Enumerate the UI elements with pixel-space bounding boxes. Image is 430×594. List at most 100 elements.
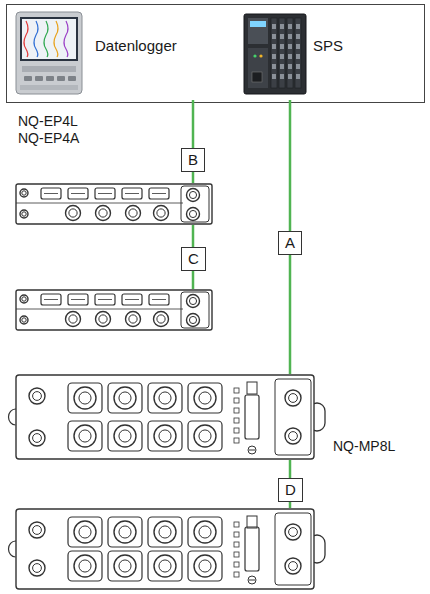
illustration-part bbox=[289, 394, 298, 403]
illustration-part bbox=[280, 34, 284, 39]
io-module: NQ-MP8L bbox=[15, 374, 327, 460]
illustration-part bbox=[199, 526, 211, 538]
illustration-part bbox=[154, 425, 176, 447]
illustration-part bbox=[16, 184, 212, 224]
illustration-part bbox=[289, 562, 298, 571]
illustration-part bbox=[16, 203, 183, 204]
illustration-part bbox=[79, 560, 91, 572]
io-module bbox=[15, 289, 213, 331]
illustration-part bbox=[129, 315, 137, 323]
illustration-part bbox=[46, 76, 54, 81]
illustration-part bbox=[157, 315, 165, 323]
illustration-part bbox=[275, 379, 311, 455]
illustration-part bbox=[108, 421, 142, 451]
illustration-part bbox=[199, 430, 211, 442]
illustration-part bbox=[122, 188, 142, 199]
illustration-part bbox=[272, 74, 276, 79]
illustration-part bbox=[64, 21, 68, 57]
illustration-part bbox=[280, 54, 284, 59]
illustration-part bbox=[16, 290, 212, 330]
cable-label: D bbox=[278, 478, 303, 502]
illustration-part bbox=[181, 186, 209, 222]
illustration-part bbox=[280, 64, 284, 69]
illustration-part bbox=[16, 509, 314, 589]
illustration-part bbox=[33, 434, 42, 443]
illustration-part bbox=[289, 432, 298, 441]
illustration-part bbox=[108, 383, 142, 413]
illustration-part bbox=[157, 209, 165, 217]
illustration-part bbox=[296, 54, 300, 59]
illustration-part bbox=[272, 34, 276, 39]
illustration-part bbox=[20, 210, 28, 218]
illustration-part bbox=[96, 206, 111, 221]
illustration-part bbox=[20, 316, 28, 324]
illustration-part bbox=[125, 299, 139, 300]
illustration-part bbox=[24, 76, 32, 81]
illustration-part bbox=[74, 425, 96, 447]
illustration-part bbox=[280, 24, 284, 29]
illustration-part bbox=[187, 295, 200, 308]
illustration-part bbox=[20, 17, 78, 61]
illustration-part bbox=[34, 21, 38, 57]
frame-outline bbox=[7, 5, 425, 103]
illustration-part bbox=[272, 44, 276, 49]
illustration-part bbox=[22, 318, 26, 322]
illustration-part bbox=[98, 193, 112, 194]
illustration-part bbox=[199, 392, 211, 404]
illustration-part bbox=[245, 395, 259, 439]
illustration-part bbox=[33, 564, 42, 573]
illustration-part bbox=[148, 421, 182, 451]
illustration-part bbox=[57, 76, 65, 81]
illustration-part bbox=[22, 297, 26, 301]
illustration-part bbox=[74, 555, 96, 577]
illustration-part bbox=[20, 295, 28, 303]
illustration-part bbox=[181, 292, 209, 328]
illustration-part bbox=[253, 54, 256, 57]
illustration-part bbox=[280, 44, 284, 49]
illustration-part bbox=[154, 206, 169, 221]
illustration-part bbox=[288, 24, 292, 29]
illustration-part bbox=[234, 408, 239, 413]
illustration-part bbox=[152, 193, 166, 194]
illustration-part bbox=[16, 309, 183, 310]
illustration-part bbox=[71, 299, 85, 300]
illustration-part bbox=[98, 299, 112, 300]
mp8-illustration bbox=[15, 374, 327, 460]
illustration-part bbox=[252, 72, 262, 82]
illustration-part bbox=[285, 524, 301, 540]
illustration-part bbox=[234, 388, 239, 393]
illustration-part bbox=[29, 522, 45, 538]
illustration-part bbox=[68, 76, 76, 81]
illustration-part bbox=[149, 294, 169, 305]
illustration-part bbox=[79, 526, 91, 538]
io-module bbox=[15, 508, 327, 590]
illustration-part bbox=[271, 18, 277, 88]
illustration-part bbox=[69, 315, 77, 323]
illustration-part bbox=[9, 541, 17, 557]
illustration-part bbox=[248, 48, 268, 88]
illustration-part bbox=[234, 428, 239, 433]
illustration-part bbox=[33, 526, 42, 535]
illustration-part bbox=[154, 555, 176, 577]
cable-label: C bbox=[181, 247, 206, 271]
illustration-part bbox=[194, 425, 216, 447]
illustration-part bbox=[16, 375, 314, 459]
illustration-part bbox=[248, 446, 256, 454]
illustration-part bbox=[74, 387, 96, 409]
illustration-part bbox=[95, 294, 115, 305]
illustration-part bbox=[68, 517, 102, 547]
illustration-part bbox=[119, 560, 131, 572]
illustration-part bbox=[188, 383, 222, 413]
illustration-part bbox=[126, 206, 141, 221]
illustration-part bbox=[296, 44, 300, 49]
illustration-part bbox=[22, 212, 26, 216]
illustration-part bbox=[275, 513, 311, 585]
illustration-part bbox=[234, 542, 239, 547]
illustration-part bbox=[249, 450, 255, 451]
illustration-part bbox=[279, 18, 285, 88]
illustration-part bbox=[296, 24, 300, 29]
illustration-part bbox=[234, 532, 239, 537]
ep4-illustration bbox=[15, 289, 213, 331]
sps-illustration bbox=[240, 8, 310, 98]
illustration-part bbox=[74, 521, 96, 543]
